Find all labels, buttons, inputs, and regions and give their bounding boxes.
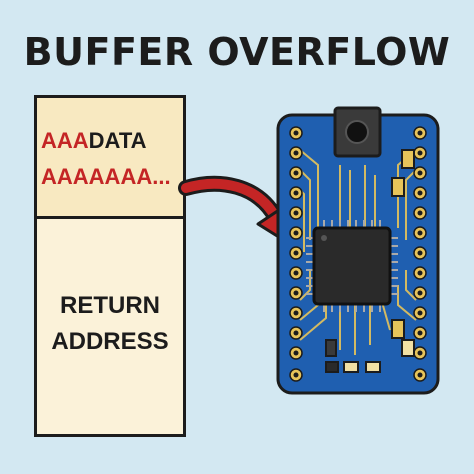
buffer-line-2: AAAAAAA... bbox=[41, 164, 171, 189]
return-address-region: RETURN ADDRESS bbox=[37, 288, 183, 360]
return-label: RETURN bbox=[60, 292, 160, 319]
curved-arrow-icon bbox=[178, 175, 292, 246]
cpu-chip-icon bbox=[306, 220, 398, 312]
data-label: DATA bbox=[88, 128, 147, 153]
address-label: ADDRESS bbox=[51, 328, 169, 355]
page-title: BUFFER OVERFLOW bbox=[23, 30, 451, 74]
overflow-prefix: AAA bbox=[41, 128, 89, 153]
microcontroller-board-icon bbox=[276, 106, 440, 395]
buffer-line-1: AAADATA bbox=[41, 128, 147, 154]
memory-stack: AAADATA AAAAAAA... RETURN ADDRESS bbox=[34, 95, 186, 437]
buffer-region: AAADATA AAAAAAA... bbox=[37, 98, 183, 219]
